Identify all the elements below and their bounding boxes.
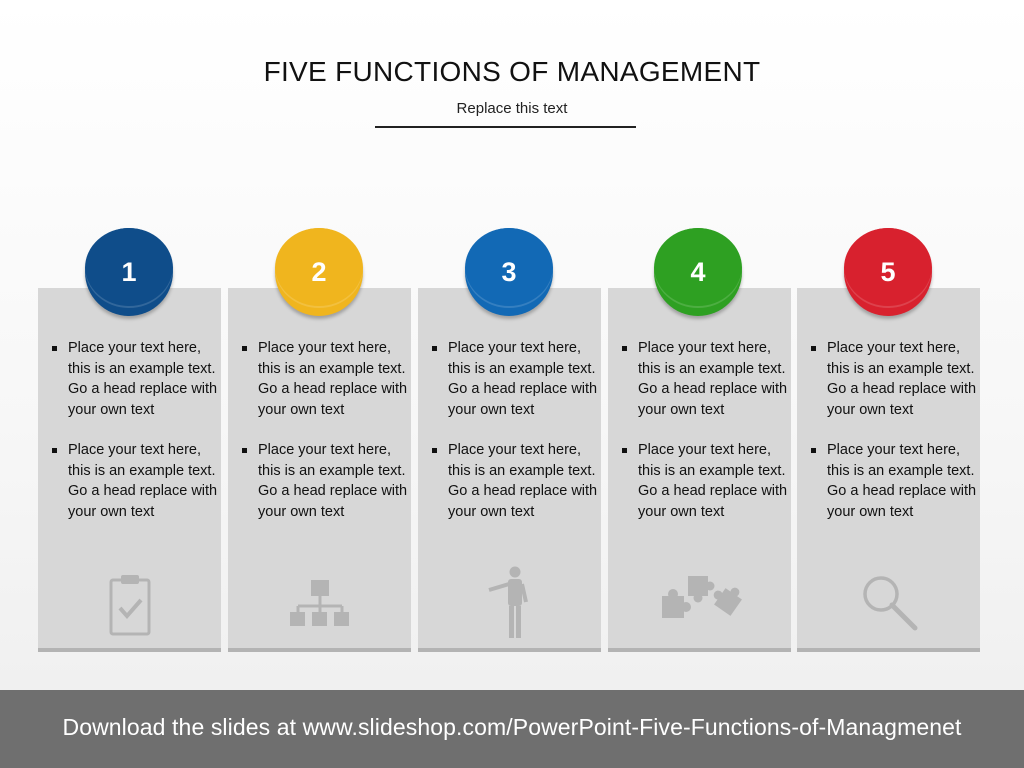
number-circle-1: 1 [85,228,173,316]
slide-subtitle: Replace this text [456,100,568,117]
bullet-item: Place your text here, this is an example… [618,338,788,420]
clipboard-check-icon [109,575,150,636]
puzzle-pieces-icon [661,576,742,618]
slide: FIVE FUNCTIONS OF MANAGEMENT Replace thi… [38,56,980,652]
bullet-item: Place your text here, this is an example… [807,338,977,420]
function-card-2: Place your text here, this is an example… [228,288,411,652]
number-label: 5 [880,256,896,287]
title-underline [375,126,636,128]
bullet-item: Place your text here, this is an example… [428,338,598,420]
download-banner: Download the slides at www.slideshop.com… [0,690,1024,768]
function-card-5: Place your text here, this is an example… [797,288,980,652]
slide-title: FIVE FUNCTIONS OF MANAGEMENT [263,56,761,87]
bullet-item: Place your text here, this is an example… [428,440,598,522]
function-card-1: Place your text here, this is an example… [38,288,221,652]
number-label: 2 [311,256,327,287]
presenter-person-icon [487,566,528,638]
magnifier-icon [862,576,917,631]
number-label: 3 [501,256,517,287]
number-label: 4 [690,256,706,287]
number-circle-3: 3 [465,228,553,316]
number-circle-4: 4 [654,228,742,316]
bullet-item: Place your text here, this is an example… [618,440,788,522]
bullet-item: Place your text here, this is an example… [807,440,977,522]
bullet-item: Place your text here, this is an example… [238,440,408,522]
bullet-item: Place your text here, this is an example… [48,338,218,420]
bullet-item: Place your text here, this is an example… [238,338,408,420]
bullet-list: Place your text here, this is an example… [807,338,977,542]
number-label: 1 [121,256,137,287]
bullet-list: Place your text here, this is an example… [618,338,788,542]
bullet-list: Place your text here, this is an example… [428,338,598,542]
bullet-list: Place your text here, this is an example… [48,338,218,542]
bullet-list: Place your text here, this is an example… [238,338,408,542]
org-chart-icon [289,580,349,626]
function-card-4: Place your text here, this is an example… [608,288,791,652]
number-circle-2: 2 [275,228,363,316]
function-card-3: Place your text here, this is an example… [418,288,601,652]
number-circle-5: 5 [844,228,932,316]
bullet-item: Place your text here, this is an example… [48,440,218,522]
